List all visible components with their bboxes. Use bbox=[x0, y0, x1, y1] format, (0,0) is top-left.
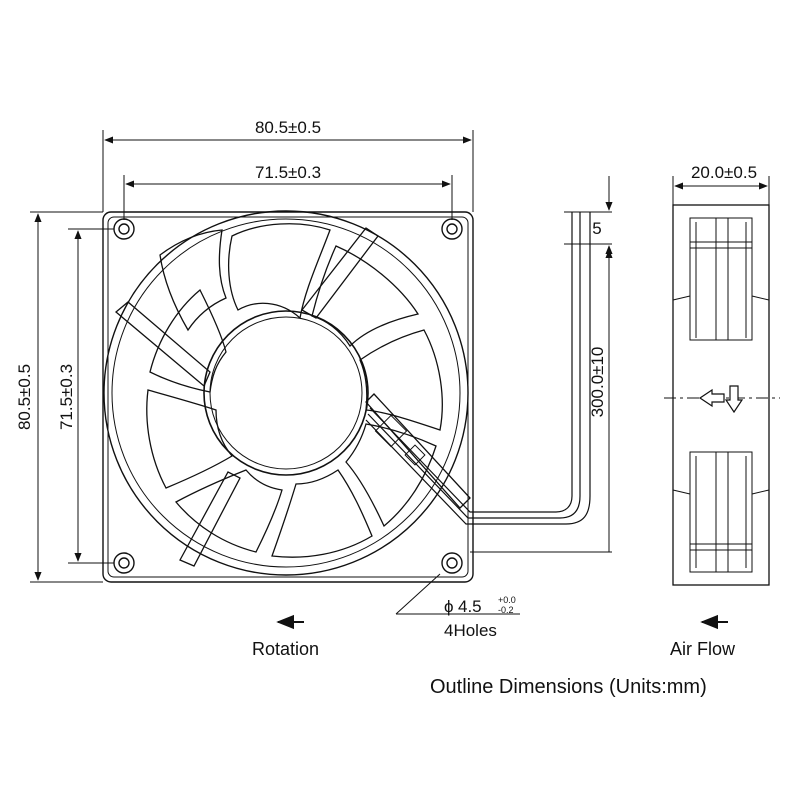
side-direction-icon bbox=[698, 385, 744, 414]
dim-overall-width bbox=[102, 130, 474, 212]
dim-overall-height bbox=[30, 211, 103, 583]
fan-hub-inner bbox=[209, 316, 363, 470]
caption: Outline Dimensions (Units:mm) bbox=[430, 676, 707, 698]
rotation-label: Rotation bbox=[252, 639, 319, 659]
hole-tolerance-upper: +0.0 bbox=[498, 595, 516, 605]
air-flow-label: Air Flow bbox=[670, 639, 736, 659]
fan-frame-outer bbox=[102, 211, 474, 583]
dim-hole-spacing-width-label: 71.5±0.3 bbox=[255, 163, 321, 182]
dim-overall-height-label: 80.5±0.5 bbox=[15, 364, 34, 430]
hole-leader bbox=[395, 573, 520, 615]
fan-hub bbox=[203, 310, 369, 476]
hole-tolerance-lower: -0.2 bbox=[498, 605, 514, 615]
dim-lead-length bbox=[470, 249, 613, 553]
front-view bbox=[102, 210, 591, 583]
mounting-holes bbox=[113, 218, 463, 574]
dim-hole-spacing-width bbox=[123, 175, 453, 220]
side-view bbox=[672, 204, 770, 586]
venturi-ring-inner bbox=[111, 218, 461, 568]
dim-hole-spacing-height-label: 71.5±0.3 bbox=[57, 364, 76, 430]
lead-wires bbox=[365, 212, 591, 525]
dim-lead-strip-label: 5 bbox=[592, 219, 601, 238]
fan-blades bbox=[146, 223, 443, 558]
hole-diameter-symbol: ϕ bbox=[444, 597, 454, 616]
hole-diameter-value: 4.5 bbox=[458, 597, 482, 616]
hole-count-label: 4Holes bbox=[444, 621, 497, 640]
dim-hole-spacing-height bbox=[68, 228, 114, 564]
side-frame bbox=[672, 204, 770, 586]
dim-lead-strip bbox=[564, 176, 613, 278]
dim-depth bbox=[672, 176, 770, 205]
support-struts bbox=[114, 227, 471, 567]
venturi-ring bbox=[103, 210, 469, 576]
dim-lead-length-label: 300.0±10 bbox=[588, 347, 607, 418]
dim-depth-label: 20.0±0.5 bbox=[691, 163, 757, 182]
dim-overall-width-label: 80.5±0.5 bbox=[255, 118, 321, 137]
